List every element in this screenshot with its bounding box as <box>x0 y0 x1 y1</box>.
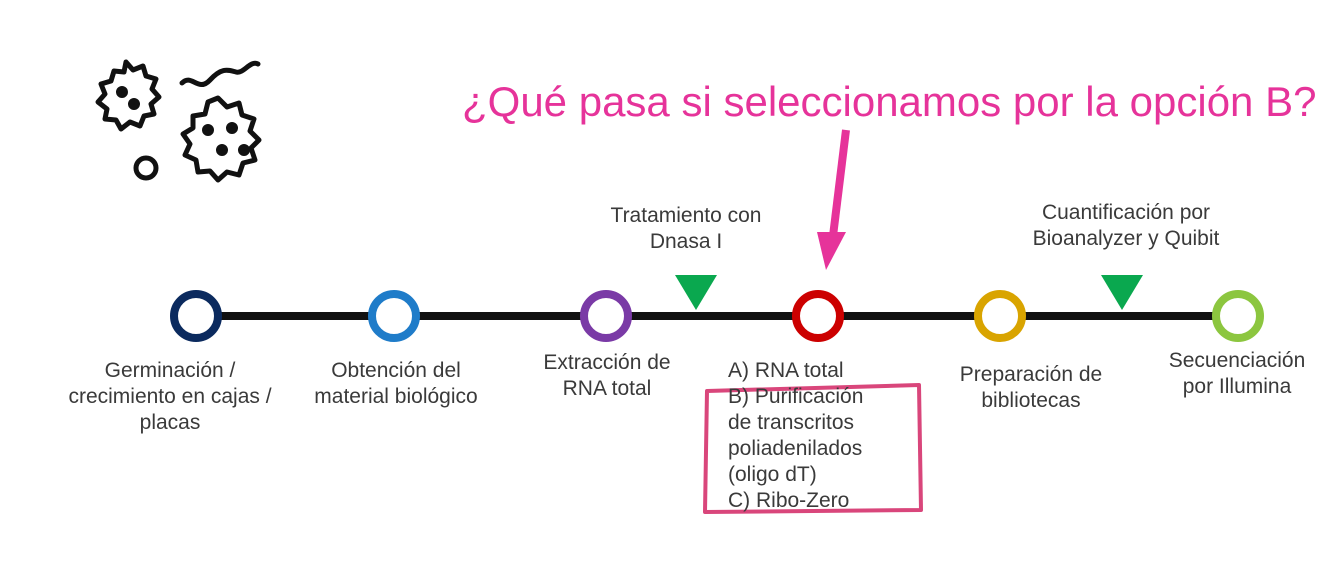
marker-label-line: Cuantificación por <box>1041 201 1211 224</box>
option-b-highlight-box <box>703 383 923 514</box>
marker-label-line: Tratamiento con <box>610 204 762 227</box>
marker-label-cuantificacion: Cuantificación por Bioanalyzer y Quibit <box>1006 200 1246 252</box>
marker-label-dnasa: Tratamiento con Dnasa I <box>566 203 806 255</box>
step-node-seleccion <box>792 290 844 342</box>
option-b-line: de transcritos <box>728 411 855 434</box>
step-label-secuenciacion: Secuenciación por Illumina <box>1134 348 1340 400</box>
step-label-extraccion: Extracción de RNA total <box>502 350 712 402</box>
step-label-obtencion: Obtención del material biológico <box>276 358 516 410</box>
step-label-line: por Illumina <box>1182 375 1292 398</box>
step-label-line: Preparación de <box>959 363 1103 386</box>
step-label-line: Germinación / <box>104 359 236 382</box>
option-c: C) Ribo-Zero <box>728 489 850 512</box>
option-b-line: (oligo dT) <box>728 463 817 486</box>
option-a: A) RNA total <box>728 359 844 382</box>
microbes-icon <box>95 59 262 183</box>
step-node-obtencion <box>368 290 420 342</box>
option-b-line: poliadenilados <box>728 437 863 460</box>
step-node-preparacion <box>974 290 1026 342</box>
step-node-extraccion <box>580 290 632 342</box>
step-label-line: bibliotecas <box>981 389 1081 412</box>
marker-triangle-dnasa <box>675 275 717 310</box>
step-label-germinacion: Germinación / crecimiento en cajas / pla… <box>30 358 310 436</box>
pointer-arrow <box>817 129 850 270</box>
marker-triangle-cuantificacion <box>1101 275 1143 310</box>
step-label-line: RNA total <box>562 377 652 400</box>
marker-label-line: Bioanalyzer y Quibit <box>1032 227 1220 250</box>
step-label-line: Obtención del <box>331 359 461 382</box>
step-label-line: Secuenciación <box>1168 349 1306 372</box>
step-label-line: Extracción de <box>543 351 671 374</box>
question-title: ¿Qué pasa si seleccionamos por la opción… <box>462 78 1317 125</box>
marker-label-line: Dnasa I <box>649 230 723 253</box>
step-node-secuenciacion <box>1212 290 1264 342</box>
step-label-line: crecimiento en cajas / <box>68 385 272 408</box>
step-label-line: placas <box>139 411 201 434</box>
step-label-seleccion: A) RNA total B) Purificación de transcri… <box>728 358 928 514</box>
step-label-preparacion: Preparación de bibliotecas <box>916 362 1146 414</box>
option-b-line: B) Purificación <box>728 385 864 408</box>
step-node-germinacion <box>170 290 222 342</box>
step-label-line: material biológico <box>314 385 478 408</box>
